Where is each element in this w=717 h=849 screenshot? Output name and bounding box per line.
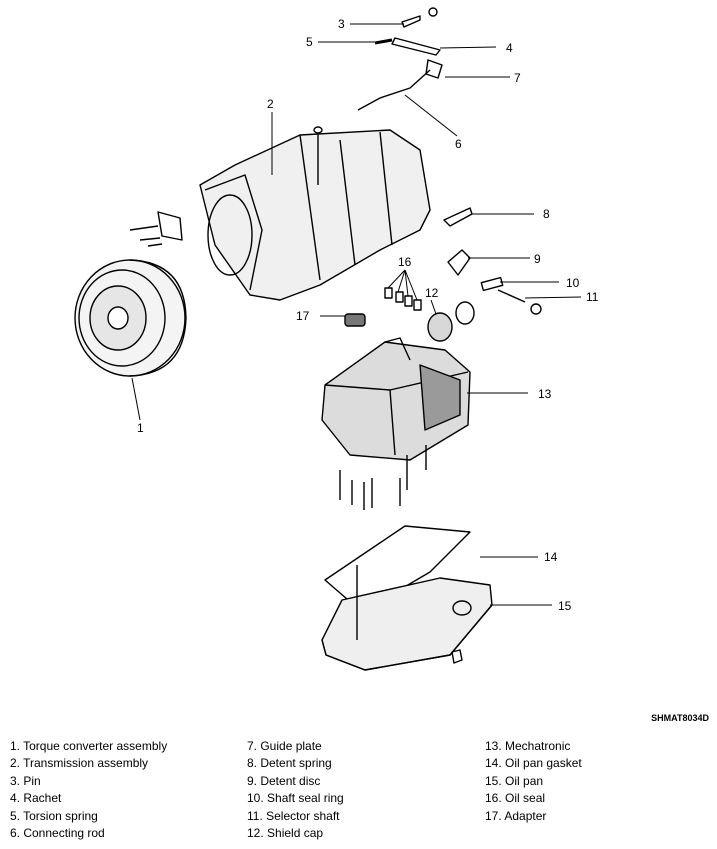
legend-item: 15. Oil pan xyxy=(485,773,544,788)
legend-item: 2. Transmission assembly xyxy=(10,756,149,771)
legend-item: 9. Detent disc xyxy=(247,773,321,788)
callout-11: 11 xyxy=(586,290,599,304)
callout-6: 6 xyxy=(455,137,462,151)
legend-item: 8. Detent spring xyxy=(247,756,332,771)
legend-item: 1. Torque converter assembly xyxy=(10,739,168,753)
bracket-drawing xyxy=(157,211,183,241)
legend-column-1: 1. Torque converter assembly 2. Transmis… xyxy=(10,738,167,842)
callout-17: 17 xyxy=(296,309,310,323)
legend-item: 10. Shaft seal ring xyxy=(247,791,344,806)
callout-13: 13 xyxy=(538,387,552,401)
selector-linkage-drawing xyxy=(357,7,443,111)
adapter-drawing xyxy=(344,313,366,327)
callout-12: 12 xyxy=(425,286,439,300)
shield-cap-drawing xyxy=(427,301,475,342)
legend-item: 3. Pin xyxy=(10,773,41,788)
legend-item: 17. Adapter xyxy=(485,808,547,823)
legend-column-2: 7. Guide plate 8. Detent spring 9. Deten… xyxy=(247,738,344,842)
legend-item: 11. Selector shaft xyxy=(247,808,340,823)
legend-item: 7. Guide plate xyxy=(247,739,322,753)
callout-1: 1 xyxy=(137,421,144,435)
callout-14: 14 xyxy=(544,550,558,564)
legend-item: 5. Torsion spring xyxy=(10,808,98,823)
legend-item: 12. Shield cap xyxy=(247,826,324,841)
callout-4: 4 xyxy=(506,41,513,55)
callout-10: 10 xyxy=(566,276,580,290)
legend-item: 16. Oil seal xyxy=(485,791,546,806)
figure-code: SHMAT8034D xyxy=(651,713,709,723)
callout-2: 2 xyxy=(267,97,274,111)
legend-column-3: 13. Mechatronic 14. Oil pan gasket 15. O… xyxy=(485,738,582,825)
legend-item: 6. Connecting rod xyxy=(10,826,105,841)
callout-8: 8 xyxy=(543,207,550,221)
callout-9: 9 xyxy=(534,252,541,266)
legend-item: 13. Mechatronic xyxy=(485,739,571,753)
legend-item: 4. Rachet xyxy=(10,791,62,806)
callout-3: 3 xyxy=(338,17,345,31)
transmission-housing-drawing xyxy=(199,126,431,301)
callout-15: 15 xyxy=(558,599,572,613)
torque-converter-drawing xyxy=(74,259,187,377)
oil-pan-drawing xyxy=(321,565,493,671)
callout-5: 5 xyxy=(306,35,313,49)
callout-7: 7 xyxy=(514,71,521,85)
legend-item: 14. Oil pan gasket xyxy=(485,756,582,771)
mechatronic-drawing xyxy=(321,337,471,461)
callout-16: 16 xyxy=(398,255,412,269)
bolts-drawing xyxy=(339,445,427,510)
oil-seals-drawing xyxy=(384,287,422,311)
